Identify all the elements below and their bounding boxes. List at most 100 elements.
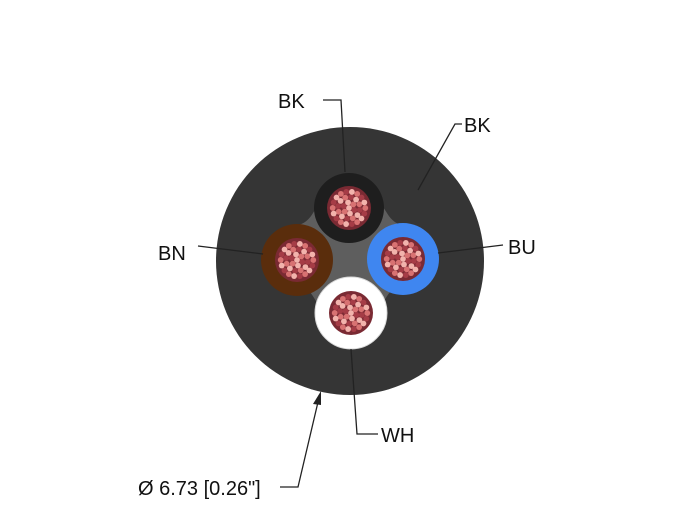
strand xyxy=(347,210,353,217)
strand xyxy=(364,310,371,316)
strand xyxy=(348,189,355,195)
strand xyxy=(339,213,345,220)
strand xyxy=(289,260,296,267)
strand xyxy=(387,245,394,252)
strand xyxy=(389,259,396,266)
strand xyxy=(293,251,299,258)
leader-white xyxy=(350,348,378,435)
strand xyxy=(342,194,349,201)
strand xyxy=(387,266,394,273)
strand xyxy=(408,242,415,248)
strand xyxy=(302,243,309,249)
strand xyxy=(361,199,368,206)
strand xyxy=(332,304,339,311)
strand xyxy=(358,306,365,313)
strand xyxy=(310,257,317,263)
strand xyxy=(383,256,390,262)
strand xyxy=(358,312,365,318)
strand xyxy=(331,310,338,316)
strand xyxy=(355,301,361,308)
label-white: WH xyxy=(381,425,414,447)
strand xyxy=(351,207,358,213)
strands-brown xyxy=(275,238,319,282)
strand xyxy=(408,270,415,277)
strand xyxy=(333,194,340,201)
strand xyxy=(329,205,336,211)
strand xyxy=(337,198,344,204)
strand xyxy=(337,308,344,314)
label-brown: BN xyxy=(158,243,186,265)
strand xyxy=(283,255,290,261)
strand xyxy=(348,310,354,316)
strand xyxy=(309,251,316,258)
leader-diameter xyxy=(280,401,319,488)
label-jacket: BK xyxy=(464,115,491,137)
strand xyxy=(404,252,411,259)
strand xyxy=(306,267,313,274)
strand xyxy=(393,264,399,271)
strand xyxy=(350,294,357,300)
strand xyxy=(345,326,352,332)
strand xyxy=(291,241,298,247)
strand xyxy=(389,254,396,260)
strand xyxy=(349,215,356,222)
strand xyxy=(309,262,316,269)
strand xyxy=(346,205,352,211)
strand xyxy=(400,256,406,262)
strand xyxy=(356,317,363,323)
strand xyxy=(397,272,404,278)
strand xyxy=(335,208,342,215)
strand xyxy=(363,315,370,322)
strand xyxy=(391,241,398,248)
strand xyxy=(347,304,353,311)
strand xyxy=(353,312,360,318)
strand xyxy=(405,258,412,264)
strand xyxy=(345,199,351,206)
strands-black xyxy=(327,186,371,230)
strand xyxy=(292,267,298,274)
strand xyxy=(402,245,408,252)
strand xyxy=(342,308,349,314)
strand xyxy=(295,262,301,269)
strand xyxy=(283,260,290,267)
strand xyxy=(281,246,288,253)
strand xyxy=(296,241,303,247)
strand xyxy=(340,203,347,209)
strand xyxy=(341,318,347,325)
strand xyxy=(285,250,292,256)
strand xyxy=(349,315,355,322)
strand xyxy=(277,257,284,263)
strand xyxy=(298,253,305,260)
strand xyxy=(337,190,344,197)
strand xyxy=(350,326,357,332)
strand xyxy=(330,199,337,206)
strand xyxy=(335,299,342,306)
strand xyxy=(296,246,302,253)
conductor-white xyxy=(314,276,388,350)
strand xyxy=(335,203,342,209)
strand xyxy=(401,261,407,268)
strand xyxy=(332,315,339,322)
strand xyxy=(412,266,419,273)
strand xyxy=(415,261,422,268)
strand xyxy=(302,271,309,278)
strand xyxy=(354,212,361,218)
strand xyxy=(297,267,304,274)
strand xyxy=(395,259,402,266)
strands-blue xyxy=(381,237,425,281)
strand xyxy=(290,246,297,253)
strand xyxy=(350,299,356,306)
strand xyxy=(337,313,344,320)
strand xyxy=(416,256,423,262)
strand xyxy=(344,299,351,306)
strand xyxy=(287,265,293,272)
strand xyxy=(333,215,340,222)
label-blue: BU xyxy=(508,237,536,259)
strand xyxy=(350,201,357,208)
strand xyxy=(302,264,309,270)
strand xyxy=(356,296,363,302)
strand xyxy=(337,219,344,225)
strand xyxy=(345,294,352,300)
strand xyxy=(351,320,358,327)
